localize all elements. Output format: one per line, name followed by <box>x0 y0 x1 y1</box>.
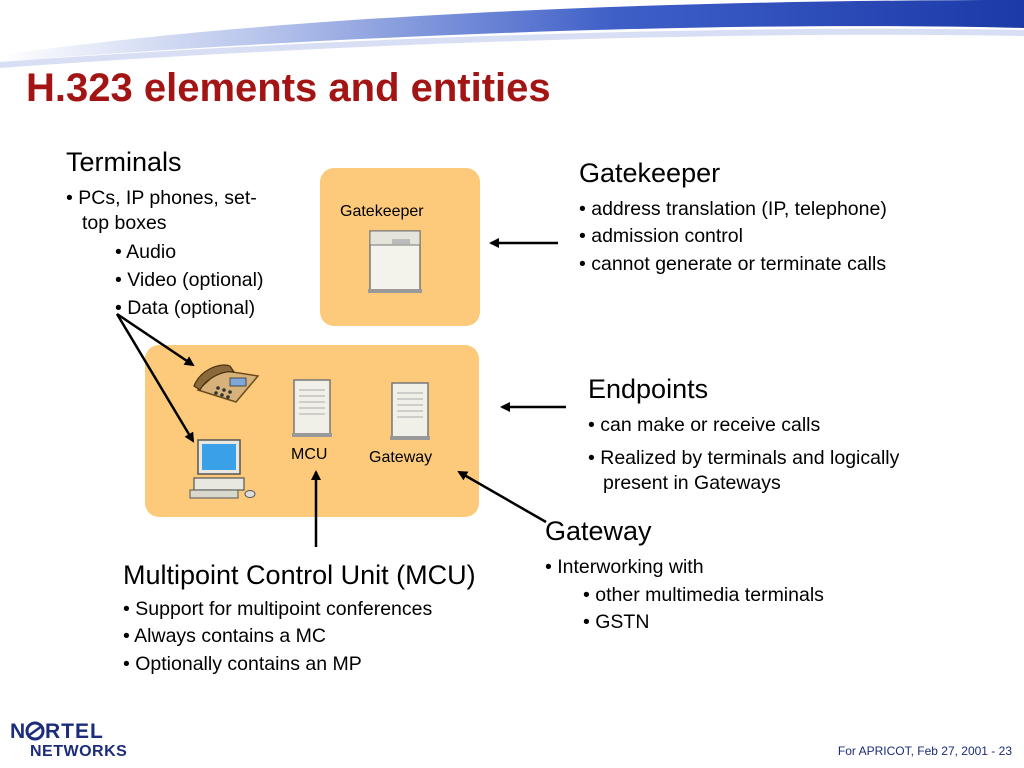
gateway-server-icon <box>390 382 430 440</box>
gateway-sub-2: • GSTN <box>583 611 650 633</box>
mcu-bullet-2: • Always contains a MC <box>123 625 326 647</box>
svg-text:NETWORKS: NETWORKS <box>30 743 127 760</box>
terminals-sub-data: • Data (optional) <box>115 297 256 319</box>
arrow-terminals-to-pc <box>115 313 195 443</box>
ip-phone-icon <box>193 364 260 403</box>
endpoints-bullet-1: • can make or receive calls <box>588 414 821 436</box>
gateway-sub-1: • other multimedia terminals <box>583 584 824 606</box>
mcu-bullet-3: • Optionally contains an MP <box>123 653 362 675</box>
gatekeeper-heading: Gatekeeper <box>579 158 721 188</box>
endpoints-bullet-2-line2: present in Gateways <box>603 472 781 494</box>
terminals-sub-video: • Video (optional) <box>115 269 264 291</box>
svg-text:N: N <box>10 720 26 743</box>
endpoints-heading: Endpoints <box>588 374 709 404</box>
terminals-bullet-line1: • PCs, IP phones, set- <box>66 187 257 209</box>
nortel-networks-logo: N RTEL NETWORKS <box>10 720 127 760</box>
gatekeeper-box-label: Gatekeeper <box>340 203 424 220</box>
mcu-server-icon <box>292 379 332 437</box>
header-swoosh <box>0 0 1024 68</box>
gatekeeper-bullet-3: • cannot generate or terminate calls <box>579 253 887 275</box>
mcu-bullet-1: • Support for multipoint conferences <box>123 598 433 620</box>
pc-icon <box>189 439 256 499</box>
gateway-label: Gateway <box>369 449 433 466</box>
footer-text: For APRICOT, Feb 27, 2001 - 23 <box>837 744 1012 758</box>
mcu-label: MCU <box>291 446 328 463</box>
gatekeeper-bullet-1: • address translation (IP, telephone) <box>579 198 887 220</box>
mcu-heading: Multipoint Control Unit (MCU) <box>123 560 476 590</box>
gatekeeper-server-icon <box>368 230 422 293</box>
page-title: H.323 elements and entities <box>26 66 551 110</box>
terminals-sub-audio: • Audio <box>115 241 177 263</box>
terminals-heading: Terminals <box>66 147 182 177</box>
arrow-gateway <box>457 470 547 524</box>
gateway-bullet: • Interworking with <box>545 556 704 578</box>
gateway-heading: Gateway <box>545 516 652 546</box>
terminals-bullet-line2: top boxes <box>82 212 167 234</box>
gatekeeper-bullet-2: • admission control <box>579 225 743 247</box>
endpoints-bullet-2-line1: • Realized by terminals and logically <box>588 447 900 469</box>
svg-text:RTEL: RTEL <box>45 720 104 743</box>
arrow-terminals-to-phone <box>116 312 195 367</box>
